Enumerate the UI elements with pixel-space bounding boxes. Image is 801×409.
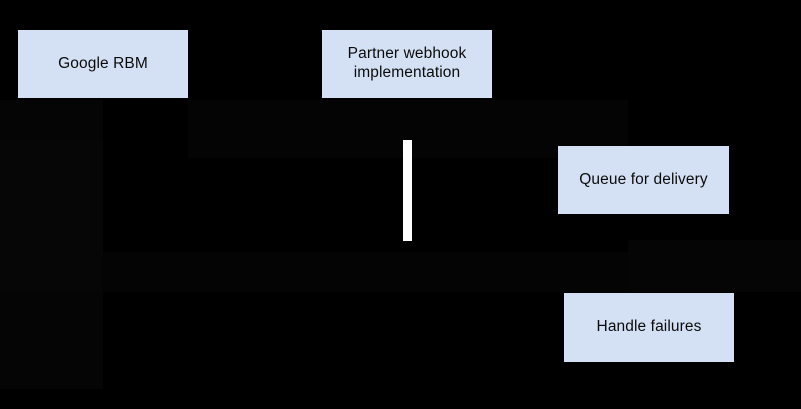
node-partner-webhook-implementation[interactable]: Partner webhook implementation [322,30,492,98]
node-queue-for-delivery[interactable]: Queue for delivery [558,146,729,214]
node-label: Google RBM [58,54,148,72]
ghost-region [0,142,103,292]
vertical-connector-bar [403,140,412,241]
node-google-rbm[interactable]: Google RBM [18,30,188,98]
node-label: Handle failures [596,318,702,336]
node-label: Partner webhook implementation [347,45,467,81]
ghost-region [628,240,801,292]
ghost-region [0,100,103,142]
node-handle-failures[interactable]: Handle failures [564,293,734,362]
ghost-region [0,292,103,389]
ghost-region [103,252,628,292]
node-label: Queue for delivery [579,170,708,188]
